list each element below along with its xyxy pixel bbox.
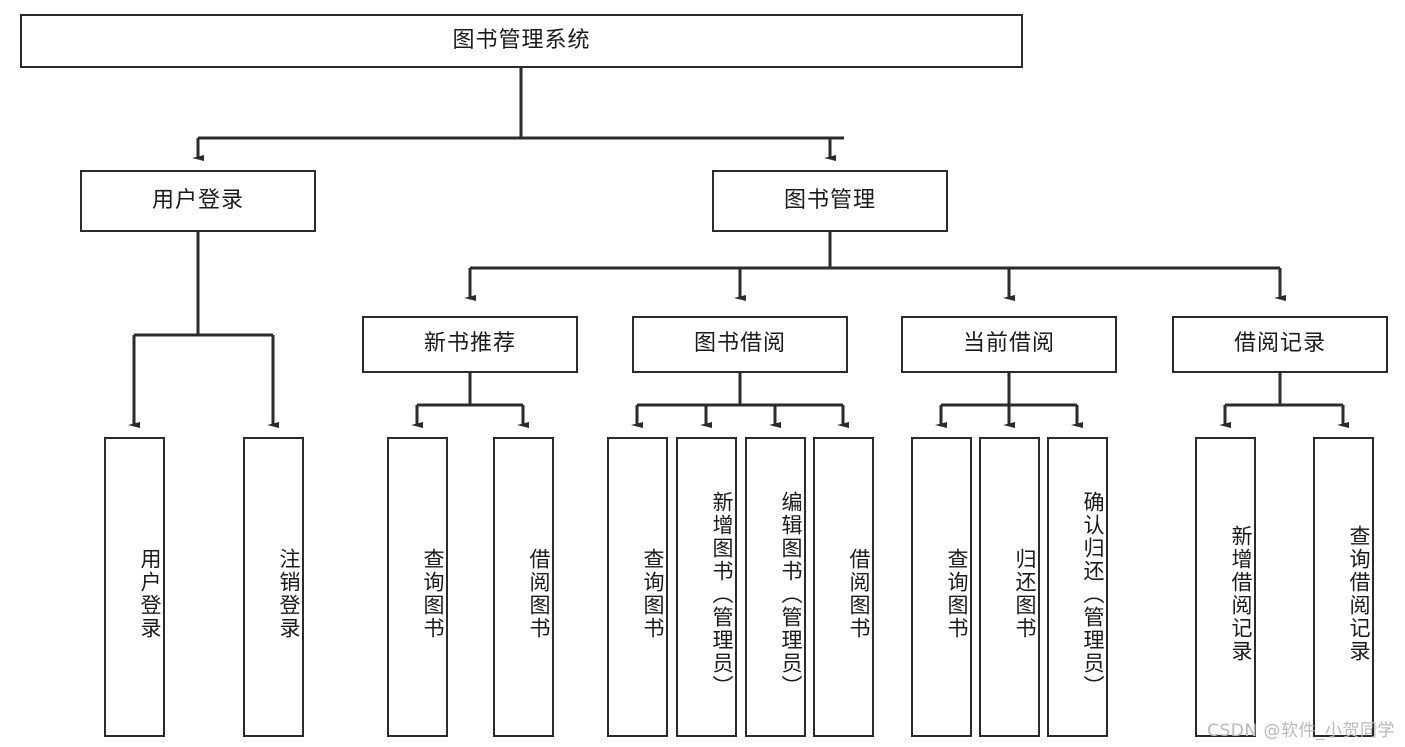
node-leaf-add-book-label: 新增图书（管理员） (710, 490, 734, 698)
node-new-book-rec-label: 新书推荐 (423, 331, 516, 357)
node-book-manage[interactable]: 图书管理 (712, 170, 948, 232)
node-user-login-label: 用户登录 (151, 187, 244, 213)
node-leaf-query-book-1[interactable]: 查询图书 (387, 437, 448, 737)
node-leaf-logout-label: 注销登录 (277, 548, 301, 640)
node-leaf-add-record-label: 新增借阅记录 (1229, 525, 1253, 663)
node-leaf-user-login-label: 用户登录 (138, 548, 162, 640)
node-leaf-user-login[interactable]: 用户登录 (104, 437, 165, 737)
node-root[interactable]: 图书管理系统 (20, 14, 1023, 68)
node-borrow-record[interactable]: 借阅记录 (1172, 316, 1388, 373)
node-leaf-return-book[interactable]: 归还图书 (979, 437, 1040, 737)
node-book-borrow[interactable]: 图书借阅 (632, 316, 848, 373)
node-leaf-edit-book[interactable]: 编辑图书（管理员） (745, 437, 806, 737)
node-leaf-logout[interactable]: 注销登录 (243, 437, 304, 737)
node-leaf-add-book[interactable]: 新增图书（管理员） (676, 437, 737, 737)
node-leaf-query-record-label: 查询借阅记录 (1347, 525, 1371, 663)
node-user-login[interactable]: 用户登录 (80, 170, 316, 232)
node-book-manage-label: 图书管理 (783, 187, 876, 213)
node-borrow-record-label: 借阅记录 (1233, 331, 1326, 357)
node-root-label: 图书管理系统 (452, 27, 591, 53)
node-leaf-borrow-book-2[interactable]: 借阅图书 (813, 437, 874, 737)
node-leaf-borrow-book-1[interactable]: 借阅图书 (493, 437, 554, 737)
node-leaf-query-book-1-label: 查询图书 (421, 548, 445, 640)
node-leaf-query-book-3-label: 查询图书 (945, 548, 969, 640)
node-current-borrow-label: 当前借阅 (962, 331, 1055, 357)
node-book-borrow-label: 图书借阅 (693, 331, 786, 357)
node-leaf-query-record[interactable]: 查询借阅记录 (1313, 437, 1374, 737)
node-leaf-confirm-return-label: 确认归还（管理员） (1081, 490, 1105, 698)
node-leaf-confirm-return[interactable]: 确认归还（管理员） (1047, 437, 1108, 737)
node-leaf-query-book-2[interactable]: 查询图书 (607, 437, 668, 737)
node-new-book-rec[interactable]: 新书推荐 (362, 316, 578, 373)
node-leaf-add-record[interactable]: 新增借阅记录 (1195, 437, 1256, 737)
node-leaf-return-book-label: 归还图书 (1013, 548, 1037, 640)
node-leaf-borrow-book-2-label: 借阅图书 (847, 548, 871, 640)
node-leaf-edit-book-label: 编辑图书（管理员） (779, 490, 803, 698)
node-leaf-borrow-book-1-label: 借阅图书 (527, 548, 551, 640)
node-leaf-query-book-2-label: 查询图书 (641, 548, 665, 640)
node-current-borrow[interactable]: 当前借阅 (901, 316, 1117, 373)
node-leaf-query-book-3[interactable]: 查询图书 (911, 437, 972, 737)
